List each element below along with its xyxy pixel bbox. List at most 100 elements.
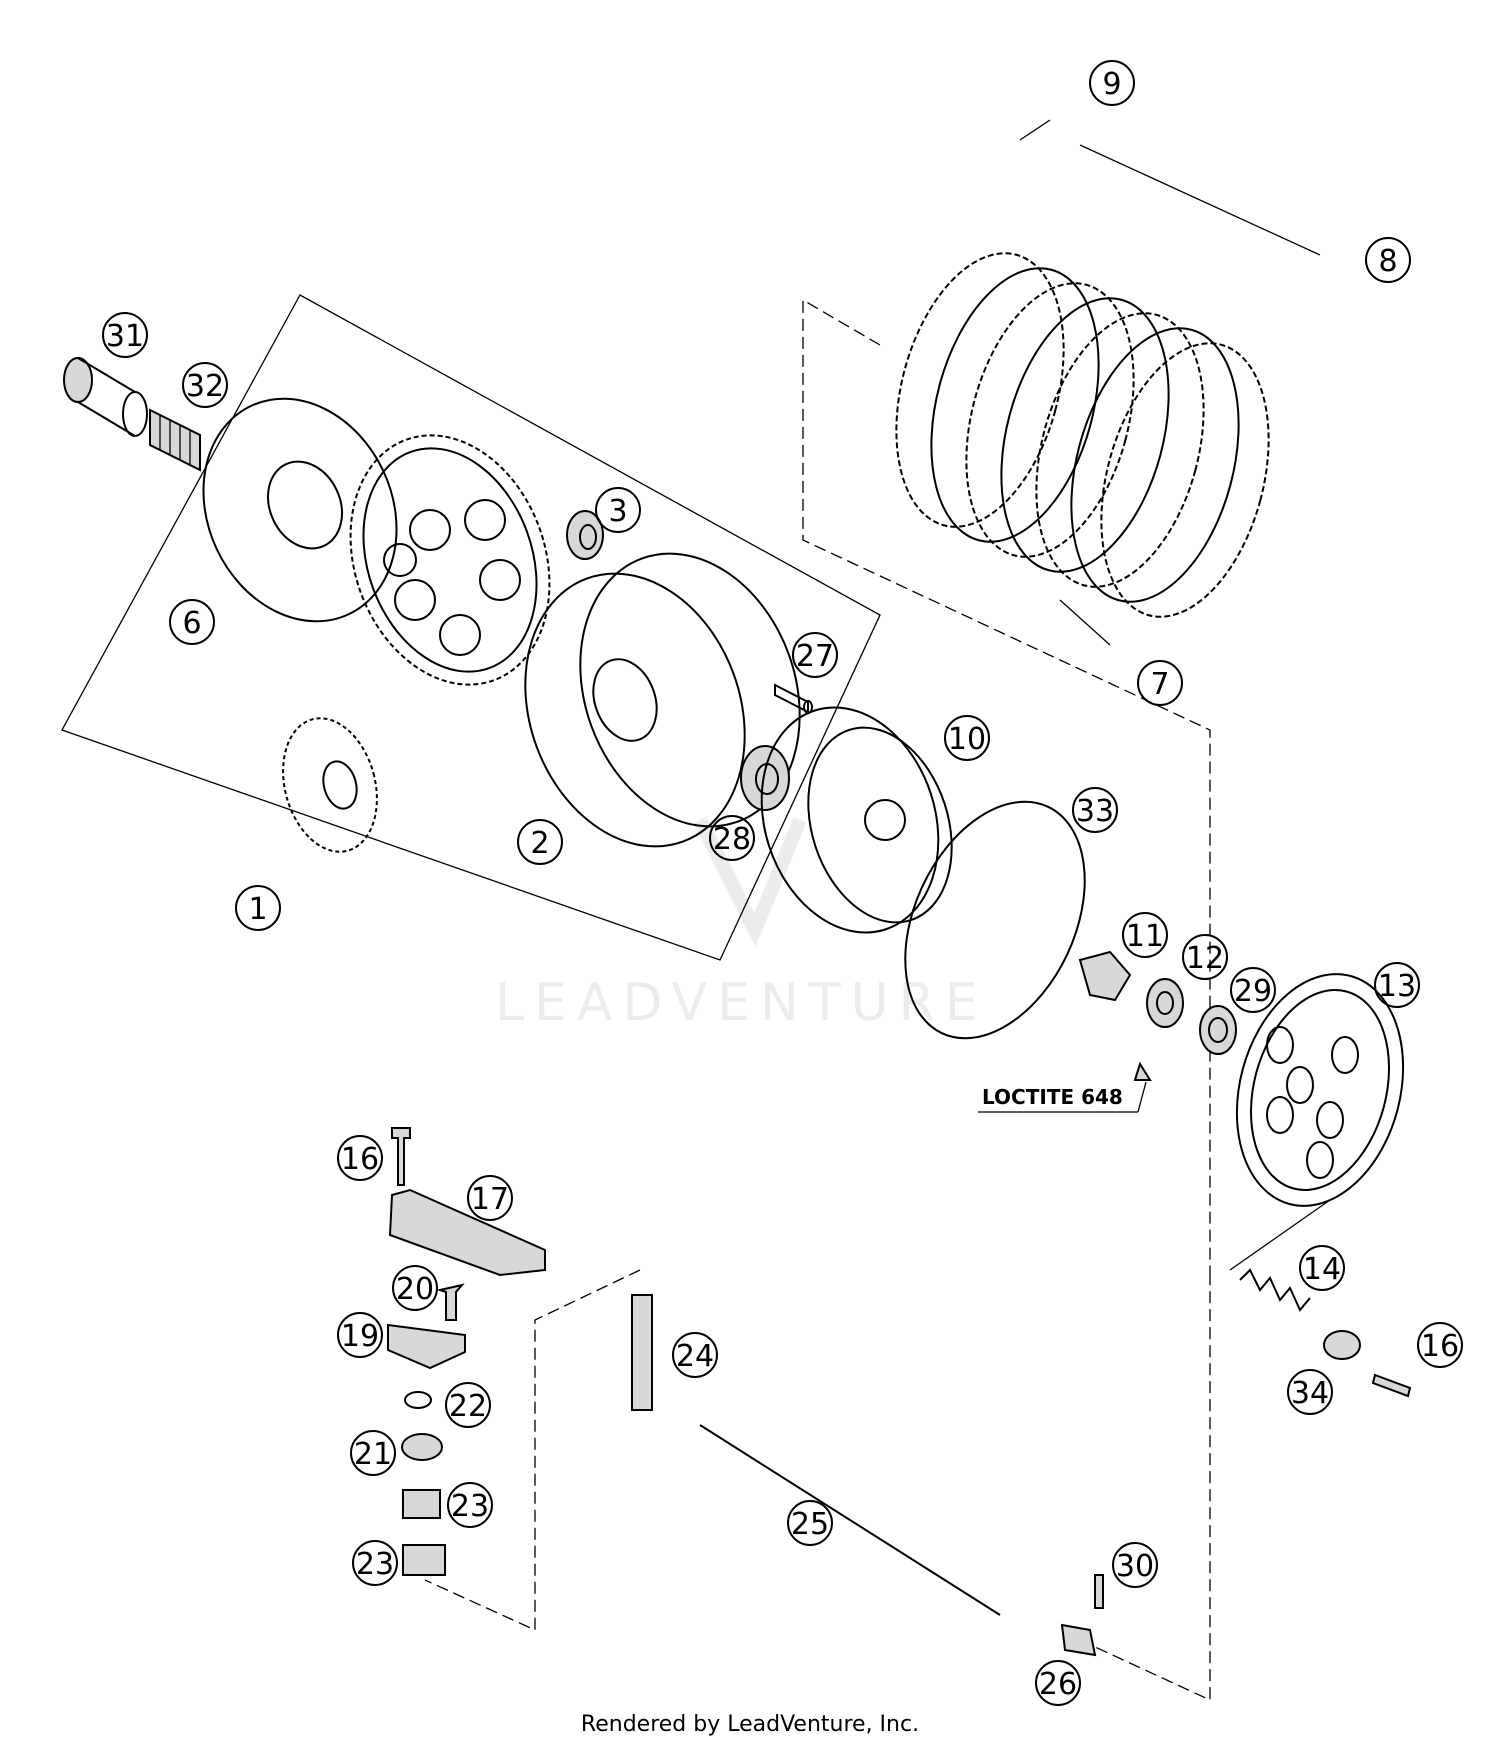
svg-text:22: 22	[449, 1389, 487, 1424]
shaft-seal-part	[401, 1433, 443, 1461]
svg-text:6: 6	[182, 606, 201, 641]
callout-24: 24	[672, 1332, 718, 1378]
needle-bearing-part	[149, 408, 201, 472]
callout-16-upper: 16	[337, 1135, 383, 1181]
svg-text:29: 29	[1234, 974, 1272, 1009]
svg-text:25: 25	[791, 1507, 829, 1542]
release-piece-part	[1060, 1623, 1097, 1657]
callout-33: 33	[1072, 787, 1118, 833]
callout-12: 12	[1182, 934, 1228, 980]
callout-21: 21	[350, 1430, 396, 1476]
svg-text:16: 16	[341, 1142, 379, 1177]
spring-bolt-part	[1371, 1373, 1412, 1398]
lock-washer-part	[1078, 950, 1132, 1002]
callout-26: 26	[1035, 1660, 1081, 1706]
pin-part	[774, 683, 813, 714]
svg-text:33: 33	[1076, 794, 1114, 829]
svg-text:12: 12	[1186, 941, 1224, 976]
callout-3: 3	[595, 487, 641, 533]
o-ring-part	[904, 800, 1086, 1040]
footer-credit: Rendered by LeadVenture, Inc.	[580, 1712, 920, 1737]
callout-9: 9	[1089, 60, 1135, 106]
callout-14: 14	[1299, 1245, 1345, 1291]
svg-text:3: 3	[608, 494, 627, 529]
callout-22: 22	[445, 1382, 491, 1428]
screw-part	[436, 1283, 465, 1321]
callout-2: 2	[517, 819, 563, 865]
svg-text:16: 16	[1421, 1329, 1459, 1364]
bushing-part	[63, 357, 148, 437]
needle-bushing-lower	[402, 1544, 446, 1576]
callout-13: 13	[1374, 962, 1420, 1008]
spring-washer-part	[1323, 1330, 1361, 1360]
watermark-text: LEADVENTURE	[495, 973, 988, 1033]
callout-30: 30	[1112, 1542, 1158, 1588]
nut-part	[1146, 978, 1184, 1028]
callout-1: 1	[235, 885, 281, 931]
svg-text:2: 2	[530, 826, 549, 861]
callout-8: 8	[1365, 237, 1411, 283]
svg-text:24: 24	[676, 1339, 714, 1374]
svg-text:13: 13	[1378, 969, 1416, 1004]
clutch-basket-part	[524, 552, 801, 848]
svg-text:7: 7	[1150, 667, 1169, 702]
pressure-plate-part	[1235, 973, 1405, 1207]
callout-6: 6	[169, 599, 215, 645]
assembly-lines	[61, 294, 1331, 1702]
release-shaft-part	[631, 1294, 653, 1411]
callout-19: 19	[337, 1312, 383, 1358]
callout-27: 27	[792, 632, 838, 678]
svg-text:31: 31	[106, 319, 144, 354]
callout-16-right: 16	[1417, 1322, 1463, 1368]
bearing-part	[1199, 1005, 1237, 1055]
callout-34: 34	[1287, 1369, 1333, 1415]
circlip-part	[404, 1391, 432, 1409]
inner-hub-part	[760, 706, 953, 934]
svg-text:14: 14	[1303, 1252, 1341, 1287]
bolt-part	[391, 1127, 411, 1186]
primary-gear-part	[349, 434, 551, 686]
callout-7: 7	[1137, 660, 1183, 706]
callout-layer: 1 2 3 6 7 8 9 10 11 12 13 14 16 16 17 19…	[102, 60, 1463, 1706]
callout-11: 11	[1122, 912, 1168, 958]
svg-text:17: 17	[471, 1182, 509, 1217]
callout-25: 25	[787, 1500, 833, 1546]
svg-text:8: 8	[1378, 244, 1397, 279]
callout-17: 17	[467, 1175, 513, 1221]
pushrod-part	[699, 1424, 1001, 1616]
svg-text:26: 26	[1039, 1667, 1077, 1702]
small-bushing-part	[566, 510, 604, 560]
clutch-disc-stack	[895, 119, 1321, 646]
svg-text:23: 23	[451, 1489, 489, 1524]
svg-text:34: 34	[1291, 1376, 1329, 1411]
callout-20: 20	[392, 1265, 438, 1311]
clutch-spring-part	[1239, 1268, 1311, 1312]
thrust-plate-part	[202, 397, 398, 623]
mounting-plate-part	[387, 1323, 466, 1370]
clutch-lever-part	[388, 1188, 546, 1277]
callout-23-lower: 23	[352, 1540, 398, 1586]
svg-text:30: 30	[1116, 1549, 1154, 1584]
watermark: LEADVENTURE	[495, 816, 988, 1033]
svg-text:32: 32	[186, 369, 224, 404]
svg-text:1: 1	[248, 892, 267, 927]
loctite-drop	[1133, 1061, 1152, 1081]
callout-32: 32	[182, 362, 228, 408]
svg-text:10: 10	[948, 722, 986, 757]
svg-text:23: 23	[356, 1547, 394, 1582]
svg-text:19: 19	[341, 1319, 379, 1354]
washer-part	[740, 745, 790, 811]
needle-bushing-upper	[402, 1489, 441, 1519]
svg-text:20: 20	[396, 1272, 434, 1307]
loctite-text: LOCTITE 648	[982, 1085, 1123, 1109]
svg-text:9: 9	[1102, 67, 1121, 102]
callout-31: 31	[102, 312, 148, 358]
svg-text:27: 27	[796, 639, 834, 674]
loctite-label: LOCTITE 648	[978, 1081, 1147, 1113]
callout-29: 29	[1230, 967, 1276, 1013]
callout-28: 28	[709, 815, 755, 861]
locking-pin-part	[1094, 1574, 1104, 1609]
svg-text:11: 11	[1126, 919, 1164, 954]
callout-23-upper: 23	[447, 1482, 493, 1528]
